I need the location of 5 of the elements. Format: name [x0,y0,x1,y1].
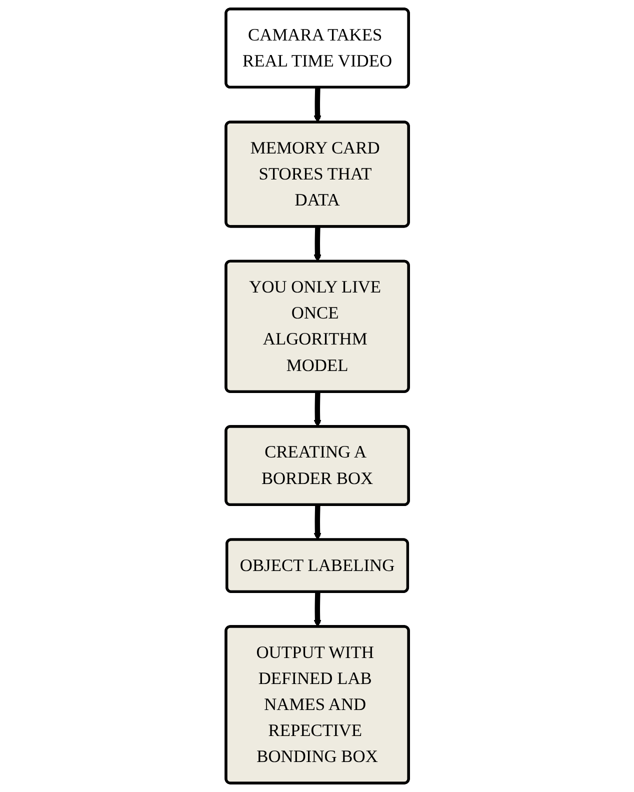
arrow [313,226,322,262]
arrow [313,505,322,540]
arrow [313,392,322,428]
arrow [313,592,322,628]
arrow [313,88,322,123]
